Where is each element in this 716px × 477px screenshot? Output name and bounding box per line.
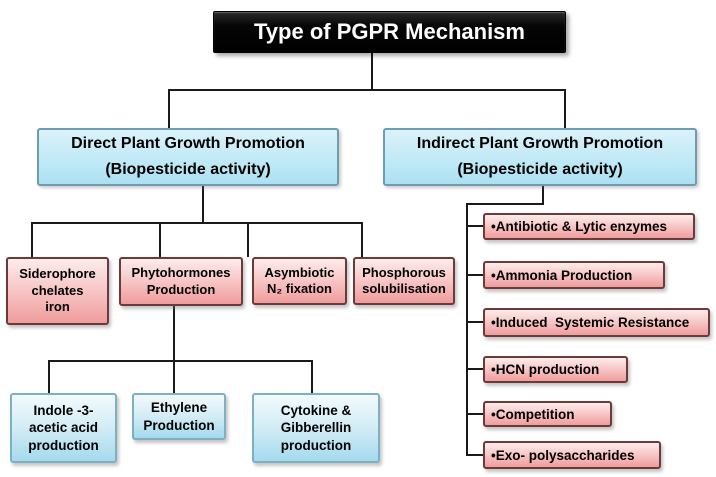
cytokine-line3: production — [280, 437, 352, 453]
node-phytohormones: Phytohormones Production — [119, 257, 243, 306]
node-ethylene-production: Ethylene Production — [132, 393, 226, 440]
phytohormones-line1: Phytohormones — [131, 265, 231, 280]
connector-top-bus — [168, 89, 566, 91]
connector-indole-drop — [48, 360, 50, 393]
node-ammonia-production: •Ammonia Production — [483, 261, 665, 289]
asymbiotic-line1: Asymbiotic — [264, 264, 335, 280]
indole-line2: acetic acid — [28, 420, 99, 436]
siderophore-line1: Siderophore — [19, 266, 96, 282]
connector-siderophore-drop — [31, 222, 33, 257]
connector-indirect-elbow — [466, 203, 544, 205]
connector-indirect-spine — [466, 203, 468, 456]
connector-phyto-bus — [48, 360, 313, 362]
connector-stub-induced — [466, 321, 483, 323]
connector-title-drop — [371, 53, 373, 90]
exo-label: •Exo- polysaccharides — [491, 447, 635, 463]
node-asymbiotic-n2-fixation: Asymbiotic N₂ fixation — [252, 257, 347, 305]
indirect-promotion-line1: Indirect Plant Growth Promotion — [416, 135, 664, 152]
ammonia-label: •Ammonia Production — [491, 267, 633, 283]
connector-direct-riser — [168, 89, 170, 128]
indole-line3: production — [28, 437, 99, 453]
cytokine-line1: Cytokine & — [280, 402, 352, 418]
diagram-title: Type of PGPR Mechanism — [254, 19, 525, 44]
phosphorous-line2: solubilisation — [362, 281, 446, 296]
connector-stub-hcn — [466, 368, 483, 370]
node-indole-acetic-acid: Indole -3- acetic acid production — [10, 393, 117, 463]
node-cytokine-gibberellin: Cytokine & Gibberellin production — [252, 393, 380, 463]
asymbiotic-line2: N₂ fixation — [267, 281, 332, 296]
connector-stub-antibiotic — [466, 225, 483, 227]
ethylene-line1: Ethylene — [150, 400, 208, 415]
induced-label: •Induced Systemic Resistance — [491, 315, 690, 330]
connector-direct-drop — [202, 186, 204, 224]
connector-asymbiotic-drop — [247, 222, 249, 257]
node-competition: •Competition — [483, 401, 612, 427]
siderophore-line3: iron — [45, 299, 70, 315]
node-phosphorous-solubilisation: Phosphorous solubilisation — [353, 257, 455, 305]
cytokine-line2: Gibberellin — [280, 420, 352, 436]
competition-label: •Competition — [491, 406, 575, 422]
connector-indirect-drop — [542, 186, 544, 205]
connector-phyto-drop — [173, 306, 175, 362]
node-siderophore: Siderophore chelates iron — [6, 257, 109, 325]
connector-direct-bus — [31, 222, 363, 224]
node-direct-promotion: Direct Plant Growth Promotion (Biopestic… — [37, 128, 339, 186]
ethylene-line2: Production — [143, 417, 215, 433]
indole-line1: Indole -3- — [33, 402, 94, 418]
phytohormones-line2: Production — [146, 281, 216, 297]
connector-ethylene-drop — [173, 360, 175, 393]
siderophore-line2: chelates — [31, 282, 84, 298]
node-indirect-promotion: Indirect Plant Growth Promotion (Biopest… — [383, 128, 697, 186]
node-antibiotic-lytic-enzymes: •Antibiotic & Lytic enzymes — [483, 213, 695, 240]
node-title: Type of PGPR Mechanism — [213, 11, 566, 53]
connector-indirect-riser — [564, 89, 566, 128]
phosphorous-line1: Phosphorous — [362, 264, 446, 280]
direct-promotion-line1: Direct Plant Growth Promotion — [71, 135, 305, 152]
direct-promotion-line2: (Biopesticide activity) — [105, 161, 271, 178]
indirect-promotion-line2: (Biopesticide activity) — [457, 161, 623, 178]
connector-cytokine-drop — [311, 360, 313, 393]
node-hcn-production: •HCN production — [483, 356, 628, 383]
connector-phosphorous-drop — [361, 222, 363, 257]
connector-stub-competition — [466, 413, 483, 415]
hcn-label: •HCN production — [491, 362, 600, 377]
antibiotic-label: •Antibiotic & Lytic enzymes — [491, 219, 668, 234]
connector-stub-ammonia — [466, 274, 483, 276]
connector-stub-exo — [466, 454, 483, 456]
node-exo-polysaccharides: •Exo- polysaccharides — [483, 441, 661, 469]
node-induced-systemic-resistance: •Induced Systemic Resistance — [483, 308, 710, 337]
connector-phytohormones-drop — [159, 222, 161, 257]
